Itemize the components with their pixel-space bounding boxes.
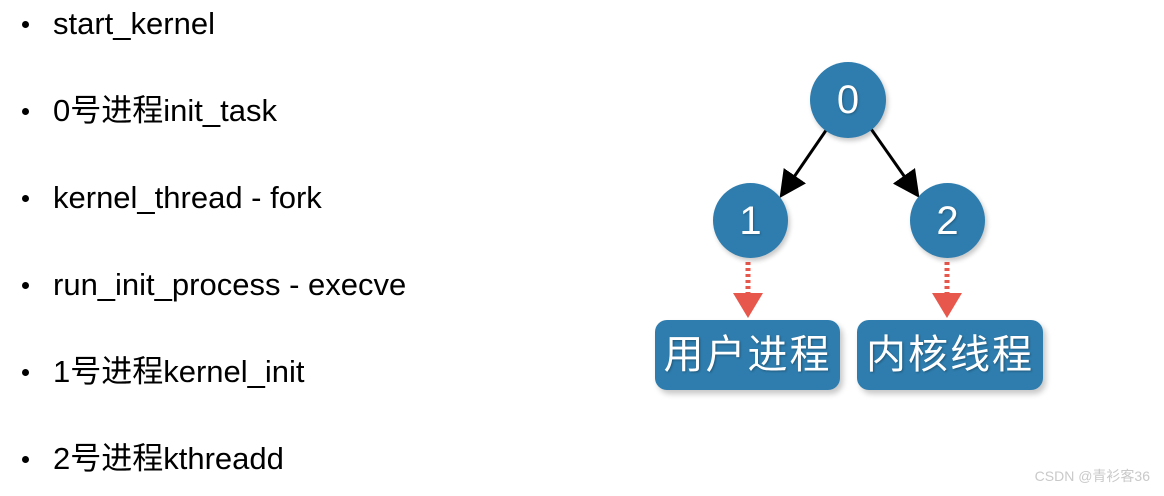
list-item: run_init_process - execve (22, 263, 406, 307)
node-circle-1[interactable]: 1 (713, 183, 788, 258)
list-item: 0号进程init_task (22, 89, 277, 133)
node-label: 1 (739, 198, 762, 243)
node-circle-0[interactable]: 0 (810, 62, 886, 138)
bullet-label: start_kernel (53, 6, 215, 41)
edge-0-to-2 (867, 125, 920, 198)
bullet-label: 2号进程kthreadd (53, 441, 284, 476)
bullet-label: kernel_thread - fork (53, 180, 322, 215)
bullet-label: 1号进程kernel_init (53, 354, 305, 389)
list-item: 2号进程kthreadd (22, 437, 284, 481)
list-item: kernel_thread - fork (22, 176, 322, 220)
box-label: 内核线程 (866, 332, 1034, 377)
bullet-dot-icon (22, 281, 29, 289)
bullet-label: run_init_process - execve (53, 267, 407, 302)
list-item: start_kernel (22, 2, 215, 46)
node-label: 0 (836, 78, 860, 122)
list-item: 1号进程kernel_init (22, 350, 305, 394)
edge-2-to-kernel-thread (932, 262, 962, 318)
watermark: CSDN @青衫客36 (1034, 468, 1150, 484)
bullet-dot-icon (22, 194, 29, 202)
diagram-edges (733, 125, 962, 318)
bullet-dot-icon (22, 455, 29, 463)
bullet-list: start_kernel 0号进程init_task kernel_thread… (22, 2, 406, 481)
edge-1-to-user-process (733, 262, 763, 318)
bullet-dot-icon (22, 107, 29, 115)
process-tree-diagram: 0 1 2 用户进程 内核线程 (620, 0, 1164, 496)
box-user-process[interactable]: 用户进程 (655, 320, 840, 390)
edge-0-to-1 (779, 125, 831, 198)
node-label: 2 (936, 198, 959, 243)
bullet-dot-icon (22, 20, 29, 28)
box-label: 用户进程 (663, 332, 832, 377)
node-circle-2[interactable]: 2 (910, 183, 985, 258)
bullet-dot-icon (22, 368, 29, 376)
box-kernel-thread[interactable]: 内核线程 (857, 320, 1043, 390)
bullet-label: 0号进程init_task (53, 93, 277, 128)
